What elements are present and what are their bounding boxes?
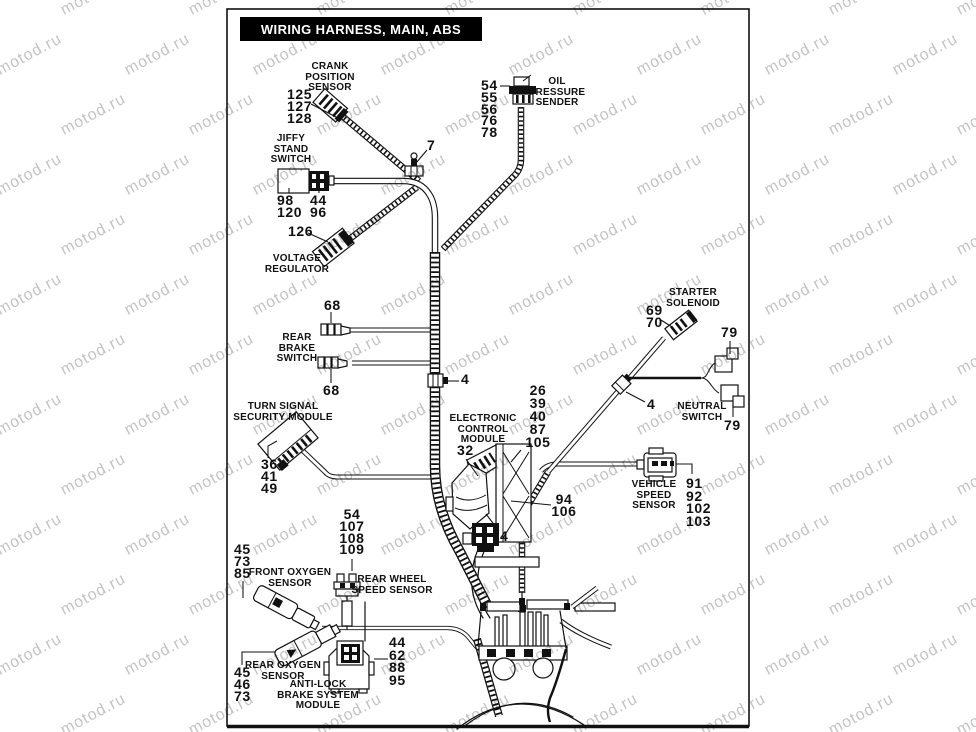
rear-oxygen-sensor-connector [274,623,342,667]
fender-arc-outer [456,703,585,730]
callouts-oil-pressure-sender: 54 55 56 76 78 [481,77,498,141]
callouts-starter-solenoid: 69 70 [646,302,663,330]
frame-rod [574,602,616,612]
callout-clamp-7: 7 [427,137,436,153]
frame-border [226,8,750,729]
callouts-ecm-94-106: 94 106 [551,491,577,519]
label-rear-brake-switch: REAR BRAKE SWITCH [276,332,318,364]
clamp-4-solenoid [610,373,632,396]
callout-neutral-bottom: 79 [724,417,741,433]
oil-pressure-sender-connector [509,76,536,105]
callout-rear-brake-top: 68 [324,297,341,313]
callout-ecm-clamp-4: 4 [500,528,509,544]
neutral-wire-upper [700,362,716,379]
callout-rear-brake-bottom: 68 [323,382,340,398]
diagram-title: WIRING HARNESS, MAIN, ABS [260,21,462,37]
electronic-control-module [445,443,532,552]
label-rear-wheel-speed-sensor: REAR WHEEL SPEED SENSOR [351,574,433,596]
diagram-title-bar: WIRING HARNESS, MAIN, ABS [240,17,482,41]
clamp-7 [404,152,424,177]
rear-wheel-speed-sensor-connector [333,573,361,630]
label-oil-pressure-sender: OIL PRESSURE SENDER [528,76,586,108]
crank-position-sensor-connector [312,87,349,123]
neutral-switch-connector-bottom [720,384,745,408]
label-starter-solenoid: STARTER SOLENOID [666,287,720,309]
callout-voltage-regulator: 126 [288,223,314,239]
harness-end-terminals [494,611,549,655]
callouts-jiffy-right: 44 96 [310,192,327,220]
rear-fender-assembly [456,556,616,730]
frame-crossbar [474,556,540,568]
fender-edge-right [546,648,568,723]
callout-neutral-top: 79 [721,324,738,340]
callouts-front-oxygen-sensor: 45 73 85 [234,541,251,581]
clamp-4-main [427,373,448,388]
rear-brake-switch-connector-top [320,323,351,336]
label-vehicle-speed-sensor: VEHICLE SPEED SENSOR [631,479,677,511]
label-turn-signal-security-module: TURN SIGNAL SECURITY MODULE [233,401,333,423]
label-voltage-regulator: VOLTAGE REGULATOR [264,253,330,275]
callouts-abs-module: 44 62 88 95 [389,634,406,688]
neutral-wire-lower [700,377,720,394]
label-neutral-switch: NEUTRAL SWITCH [677,401,727,423]
leader-lines [241,74,734,665]
label-abs-module: ANTI-LOCK BRAKE SYSTEM MODULE [277,679,359,711]
callout-clamp-4-main: 4 [461,371,470,387]
label-crank-position-sensor: CRANK POSITION SENSOR [305,61,355,93]
fender-arc-inner [465,702,574,726]
callouts-vehicle-speed-sensor: 91 92 102 103 [686,475,712,529]
callout-neutral-clamp-4: 4 [647,396,656,412]
callouts-jiffy-left: 98 120 [277,192,303,220]
callouts-rear-oxygen-sensor: 45 46 73 [234,664,251,704]
neutral-switch-connector-top [714,347,739,373]
starter-solenoid-connector [664,309,698,341]
callouts-rear-wheel-speed-sensor: 54 107 108 109 [339,506,365,558]
label-electronic-control-module: ELECTRONIC CONTROL MODULE [449,413,517,445]
abs-module [323,640,375,694]
fender-hole-right [532,657,554,679]
voltage-regulator-connector [311,227,355,268]
callouts-turn-signal-security-module: 36 41 49 [261,456,278,496]
label-front-oxygen-sensor: FRONT OXYGEN SENSOR [248,567,332,589]
label-rear-oxygen-sensor: REAR OXYGEN SENSOR [244,660,322,682]
vehicle-speed-sensor-connector [636,447,677,482]
jiffy-stand-switch-connector [277,168,335,194]
rear-brake-switch-connector-bottom [317,356,348,369]
fender-hole-left [492,657,516,681]
callouts-ecm: 26 39 40 87 105 [525,382,551,450]
label-jiffy-stand-switch: JIFFY STAND SWITCH [270,133,312,165]
turn-signal-security-module [257,411,319,471]
callouts-crank-position-sensor: 125 127 128 [287,86,313,126]
callout-ecm-32: 32 [457,442,474,458]
front-oxygen-sensor-connector [252,585,320,631]
